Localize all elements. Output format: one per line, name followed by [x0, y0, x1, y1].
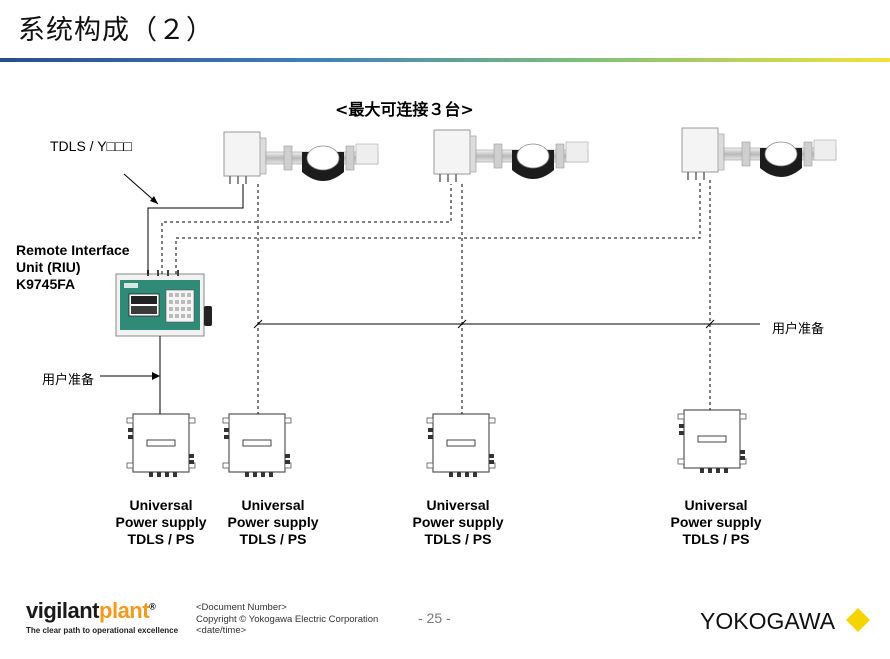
riu-to-analyzer-3-line	[175, 180, 701, 274]
logo-registered-mark: ®	[149, 601, 156, 612]
document-date: <date/time>	[196, 625, 247, 636]
user-prepare-label-left: 用户准备	[42, 373, 95, 388]
ps-label-line-1: Universal	[426, 497, 490, 513]
diagram-subtitle: <最大可连接３台>	[335, 100, 474, 119]
logo-tagline: The clear path to operational excellence	[26, 626, 179, 635]
user-prepare-label-right: 用户准备	[772, 322, 825, 337]
vigilantplant-logo: vigilantplant®	[26, 598, 156, 624]
riu-to-analyzer-2-line	[161, 184, 452, 274]
riu-label-line-3: K9745FA	[16, 276, 76, 292]
logo-part-1: vigilant	[26, 598, 100, 623]
power-supply-box-3	[426, 413, 496, 478]
riu-label: Remote Interface Unit (RIU) K9745FA	[16, 242, 130, 293]
power-supply-box-2	[222, 413, 292, 478]
riu-device	[115, 270, 212, 337]
power-supply-label-3: Universal Power supply TDLS / PS	[403, 497, 513, 548]
ps-label-line-1: Universal	[684, 497, 748, 513]
document-number: <Document Number>	[196, 602, 287, 613]
ps-label-line-3: TDLS / PS	[127, 531, 195, 547]
riu-label-line-1: Remote Interface	[16, 242, 130, 258]
ps-label-line-3: TDLS / PS	[424, 531, 492, 547]
riu-label-line-2: Unit (RIU)	[16, 259, 81, 275]
yokogawa-logo-text: YOKOGAWA	[700, 608, 836, 634]
page-number: - 25 -	[418, 610, 451, 626]
copyright: Copyright © Yokogawa Electric Corporatio…	[196, 613, 379, 625]
logo-part-2: plant	[99, 598, 150, 623]
document-info: <Document Number> Copyright © Yokogawa E…	[196, 602, 378, 637]
power-supply-label-1: Universal Power supply TDLS / PS	[106, 497, 216, 548]
tdls-analyzer-2	[433, 129, 589, 183]
riu-to-analyzer-1-line	[147, 184, 244, 274]
power-supply-box-1	[126, 413, 196, 478]
tdls-analyzer-1	[223, 131, 379, 185]
power-supply-box-4	[677, 409, 747, 474]
power-supply-label-2: Universal Power supply TDLS / PS	[218, 497, 328, 548]
tdls-model-label: TDLS / Y□□□	[50, 138, 132, 154]
ps-label-line-1: Universal	[241, 497, 305, 513]
yokogawa-diamond-icon	[846, 608, 870, 632]
ps-label-line-2: Power supply	[115, 514, 207, 530]
ps-label-line-3: TDLS / PS	[682, 531, 750, 547]
power-supply-label-4: Universal Power supply TDLS / PS	[661, 497, 771, 548]
ps-label-line-2: Power supply	[670, 514, 762, 530]
ps-label-line-2: Power supply	[227, 514, 319, 530]
ps-label-line-2: Power supply	[412, 514, 504, 530]
ps-label-line-3: TDLS / PS	[239, 531, 307, 547]
title-divider	[0, 58, 890, 62]
tdls-analyzer-3	[681, 127, 837, 181]
page-title: 系统构成（２）	[18, 15, 214, 46]
ps-label-line-1: Universal	[129, 497, 193, 513]
